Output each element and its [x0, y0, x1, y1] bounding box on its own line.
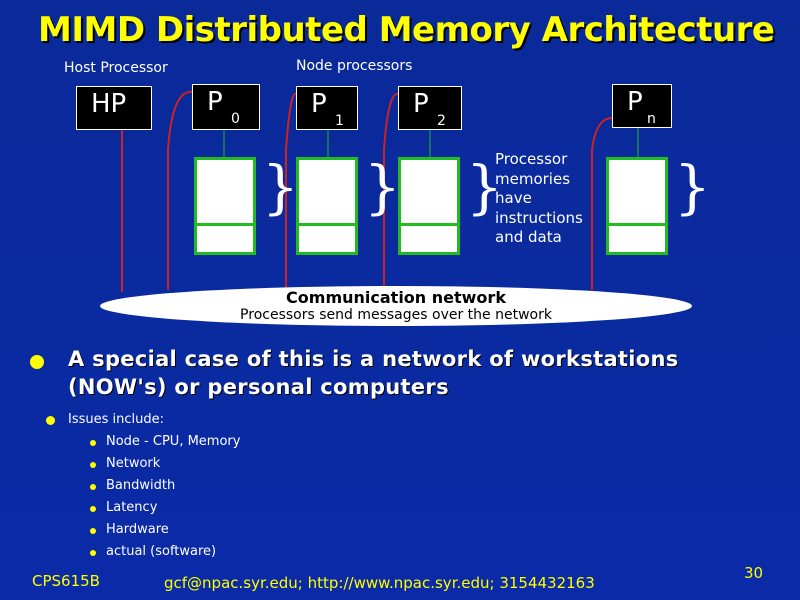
footer-contact: gcf@npac.syr.edu; http://www.npac.syr.ed… — [164, 574, 595, 592]
network-subtitle: Processors send messages over the networ… — [240, 307, 552, 323]
host-processor-box: HP — [76, 86, 152, 130]
slide-title: MIMD Distributed Memory Architecture — [38, 10, 775, 50]
memory-note-line: memories — [495, 169, 571, 188]
memory-note-line: and data — [495, 228, 562, 246]
p0-subscript: 0 — [231, 111, 240, 127]
p0-link-line — [167, 90, 193, 290]
p0-label: P — [207, 87, 223, 117]
issues-label: Issues include: — [68, 412, 165, 427]
main-bullet-line1: A special case of this is a network of w… — [68, 347, 679, 371]
sub-bullet-dot — [90, 440, 96, 446]
pn-box: P n — [612, 84, 672, 128]
pn-subscript: n — [647, 111, 656, 127]
footer-course: CPS615B — [32, 572, 100, 590]
memory-note-line: have — [495, 189, 532, 207]
communication-network: Communication network Processors send me… — [100, 286, 692, 326]
pn-memory — [606, 157, 668, 255]
brace-p0: } — [262, 153, 299, 221]
node-processors-label: Node processors — [296, 58, 413, 74]
page-number: 30 — [744, 564, 764, 582]
p1-memory — [296, 157, 358, 255]
brace-pn: } — [674, 153, 711, 221]
hp-label: HP — [91, 89, 127, 119]
sub-item-node: Node - CPU, Memory — [106, 434, 241, 449]
main-bullet-dot — [30, 355, 44, 369]
sub-bullet-dot — [90, 528, 96, 534]
brace-p2: } — [466, 153, 503, 221]
sub-bullet-dot — [90, 550, 96, 556]
sub-item-network: Network — [106, 456, 161, 471]
memory-note: Processor memories have instructions and… — [495, 150, 583, 248]
p1-subscript: 1 — [335, 113, 344, 129]
sub-bullet-dot — [90, 484, 96, 490]
main-bullet-line2: (NOW's) or personal computers — [68, 375, 449, 399]
host-processor-label: Host Processor — [64, 60, 168, 76]
sub-item-hardware: Hardware — [106, 522, 169, 537]
p1-box: P 1 — [296, 86, 358, 130]
sub-bullet-dot — [90, 462, 96, 468]
p1-link-line — [285, 93, 297, 290]
p2-link-line — [383, 93, 399, 290]
p0-box: P 0 — [192, 84, 260, 130]
pn-link-line — [591, 117, 613, 290]
p2-subscript: 2 — [437, 113, 446, 129]
sub-item-latency: Latency — [106, 500, 158, 515]
memory-note-line: Processor — [495, 150, 568, 168]
pn-label: P — [627, 87, 643, 117]
memory-note-line: instructions — [495, 208, 583, 227]
main-bullet-text: A special case of this is a network of w… — [68, 345, 748, 401]
p0-memory — [194, 157, 256, 255]
p2-memory — [398, 157, 460, 255]
sub-bullet-dot — [90, 506, 96, 512]
sub-item-software: actual (software) — [106, 544, 217, 559]
sub-item-bandwidth: Bandwidth — [106, 478, 176, 493]
network-title: Communication network — [286, 288, 506, 307]
p2-label: P — [413, 89, 429, 119]
issues-bullet-dot — [46, 416, 55, 425]
p2-box: P 2 — [398, 86, 462, 130]
brace-p1: } — [364, 153, 401, 221]
p1-label: P — [311, 89, 327, 119]
